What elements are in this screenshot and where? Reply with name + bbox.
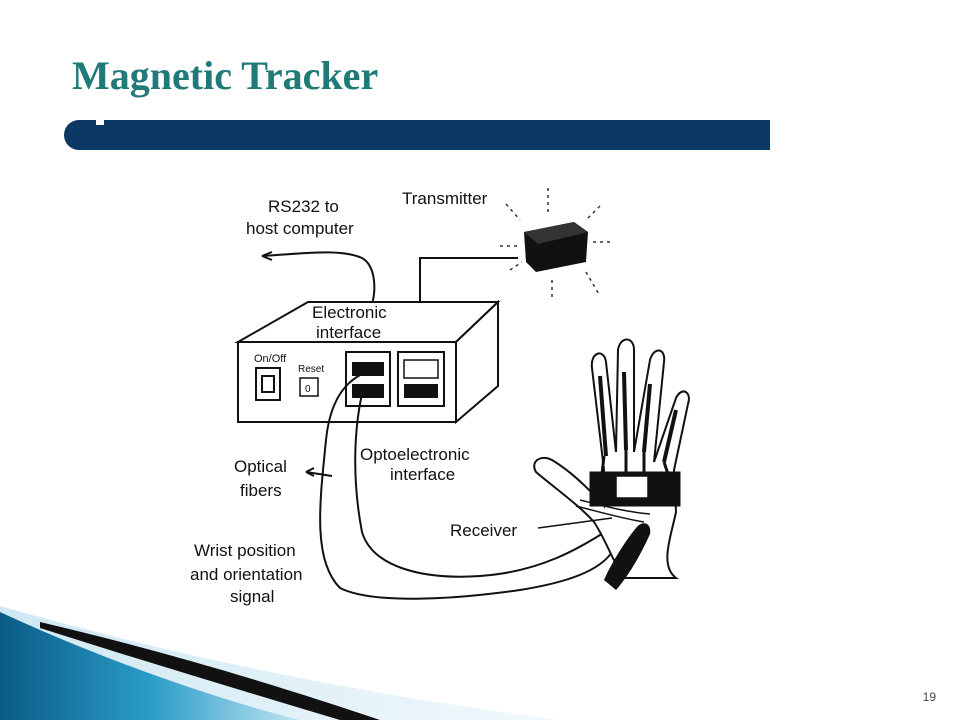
electronic-interface-box <box>234 299 501 425</box>
rs232-label-line2: host computer <box>246 219 354 238</box>
optical-fibers-label-line1: Optical <box>234 457 287 476</box>
rs232-label-line1: RS232 to <box>268 197 339 216</box>
electronic-interface-label-line2: interface <box>316 323 381 342</box>
optoelectronic-label-line2: interface <box>390 465 455 484</box>
on-off-switch <box>255 367 281 401</box>
optical-fibers-label-line2: fibers <box>240 481 282 500</box>
transmitter-label: Transmitter <box>402 189 488 208</box>
reset-key-label: 0 <box>305 384 311 395</box>
wrist-label-line2: and orientation <box>190 565 302 584</box>
wrist-receiver <box>575 499 651 590</box>
glove-sensors <box>589 371 681 507</box>
optoelectronic-label-line1: Optoelectronic <box>360 445 470 464</box>
receiver-label: Receiver <box>450 521 517 540</box>
title-accent-bar <box>64 120 770 150</box>
slide-title: Magnetic Tracker <box>72 53 379 98</box>
transmitter-device <box>500 188 610 300</box>
rs232-cable <box>261 251 376 305</box>
wrist-label-line1: Wrist position <box>194 541 296 560</box>
page-number: 19 <box>922 690 936 704</box>
receiver-pointer <box>537 517 613 529</box>
title-bar-notch <box>96 119 104 125</box>
reset-label: Reset <box>298 364 324 375</box>
electronic-interface-label-line1: Electronic <box>312 303 387 322</box>
wrist-label-line3: signal <box>230 587 274 606</box>
optical-fibers <box>305 373 613 600</box>
transmitter-ports <box>397 351 445 407</box>
on-off-label: On/Off <box>254 353 287 365</box>
reset-button <box>299 377 319 397</box>
